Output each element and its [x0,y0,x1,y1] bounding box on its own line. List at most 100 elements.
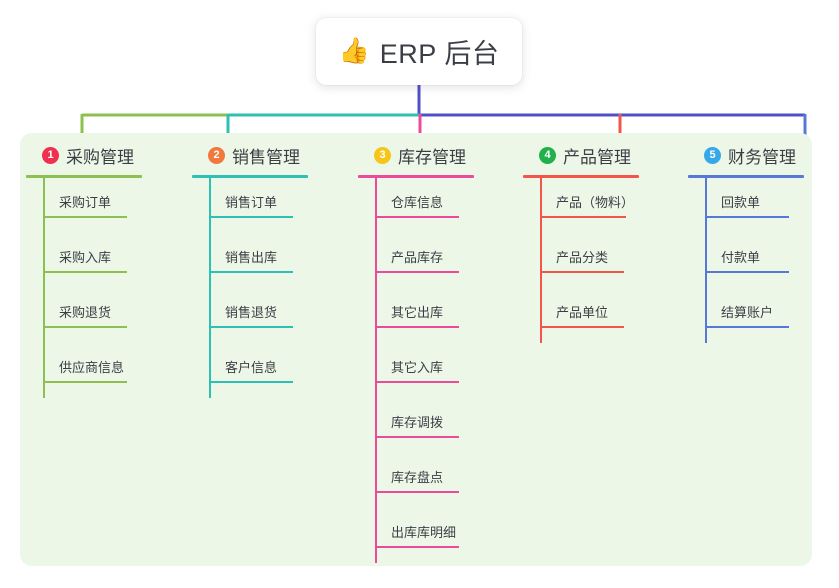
branch-item[interactable]: 采购退货 [26,288,142,343]
branch-item-list: 产品（物料） 产品分类产品单位 [523,178,639,343]
branch-item-label: 产品单位 [556,305,609,320]
branch-item-label: 采购入库 [59,250,112,265]
branch-item[interactable]: 采购入库 [26,233,142,288]
branch-item-list: 销售订单销售出库销售退货客户信息 [192,178,308,398]
branch-column-2: 2 销售管理销售订单销售出库销售退货客户信息 [192,142,308,398]
branch-title: 销售管理 [232,147,300,167]
branch-spine [43,178,45,398]
branch-item[interactable]: 销售出库 [192,233,308,288]
branch-column-5: 5 财务管理回款单付款单结算账户 [688,142,804,343]
branch-item-label: 销售退货 [225,305,278,320]
branch-item-label: 产品分类 [556,250,609,265]
branch-item[interactable]: 其它出库 [358,288,474,343]
branch-item-label: 库存调拨 [391,415,444,430]
branch-item[interactable]: 采购订单 [26,178,142,233]
branch-item[interactable]: 付款单 [688,233,804,288]
branch-item[interactable]: 客户信息 [192,343,308,398]
branch-header-2[interactable]: 2 销售管理 [192,142,308,168]
branch-item-underline [540,271,624,273]
branch-item-underline [209,326,293,328]
thumbs-up-icon: 👍 [338,37,370,65]
branch-item-underline [705,271,789,273]
branch-item-underline [375,436,459,438]
branch-number-badge: 3 [374,146,391,164]
branch-item[interactable]: 结算账户 [688,288,804,343]
branch-item-list: 仓库信息产品库存其它出库其它入库库存调拨库存盘点出库库明细 [358,178,474,563]
branch-number-badge: 1 [42,146,59,164]
branch-item-label: 销售订单 [225,195,278,210]
branch-number-badge: 5 [704,146,721,164]
branch-item-underline [209,216,293,218]
branch-item-underline [375,216,459,218]
branch-item[interactable]: 产品分类 [523,233,639,288]
branch-item[interactable]: 库存调拨 [358,398,474,453]
branch-item-label: 产品（物料） [556,195,635,210]
branch-item[interactable]: 回款单 [688,178,804,233]
branch-spine [705,178,707,343]
branch-item-list: 采购订单采购入库采购退货供应商信息 [26,178,142,398]
branch-column-3: 3 库存管理仓库信息产品库存其它出库其它入库库存调拨库存盘点出库库明细 [358,142,474,563]
branch-spine [375,178,377,563]
branch-item-label: 产品库存 [391,250,444,265]
diagram-panel [20,133,812,566]
branch-number-badge: 2 [208,146,225,164]
branch-item[interactable]: 产品单位 [523,288,639,343]
branch-item-underline [209,381,293,383]
branch-item-label: 采购订单 [59,195,112,210]
branch-item-label: 采购退货 [59,305,112,320]
branch-item-label: 付款单 [721,250,761,265]
branch-header-4[interactable]: 4 产品管理 [523,142,639,168]
branch-header-underline [523,175,639,178]
branch-header-5[interactable]: 5 财务管理 [688,142,804,168]
branch-item[interactable]: 供应商信息 [26,343,142,398]
branch-column-1: 1 采购管理采购订单采购入库采购退货供应商信息 [26,142,142,398]
branch-header-underline [26,175,142,178]
branch-item-underline [375,271,459,273]
branch-item-underline [43,271,127,273]
branch-header-1[interactable]: 1 采购管理 [26,142,142,168]
branch-item-label: 库存盘点 [391,470,444,485]
branch-title: 采购管理 [66,147,134,167]
branch-item[interactable]: 产品库存 [358,233,474,288]
branch-item[interactable]: 仓库信息 [358,178,474,233]
branch-item-underline [375,491,459,493]
branch-item-label: 出库库明细 [391,525,457,540]
branch-title: 产品管理 [563,147,631,167]
branch-item-underline [705,216,789,218]
branch-header-3[interactable]: 3 库存管理 [358,142,474,168]
root-node[interactable]: 👍 ERP 后台 [316,18,522,85]
branch-spine [540,178,542,343]
branch-item[interactable]: 产品（物料） [523,178,639,233]
branch-item-underline [43,326,127,328]
branch-spine [209,178,211,398]
branch-item-underline [209,271,293,273]
branch-item[interactable]: 其它入库 [358,343,474,398]
branch-item-label: 仓库信息 [391,195,444,210]
branch-header-underline [192,175,308,178]
branch-item[interactable]: 销售订单 [192,178,308,233]
branch-item-underline [375,381,459,383]
branch-number-badge: 4 [539,146,556,164]
branch-header-underline [688,175,804,178]
branch-column-4: 4 产品管理产品（物料） 产品分类产品单位 [523,142,639,343]
branch-item-underline [540,216,626,218]
branch-item-underline [43,216,127,218]
branch-item-label: 结算账户 [721,305,774,320]
branch-title: 库存管理 [398,147,466,167]
branch-title: 财务管理 [728,147,796,167]
branch-item-label: 其它入库 [391,360,444,375]
branch-item-underline [540,326,624,328]
branch-item[interactable]: 出库库明细 [358,508,474,563]
branch-item-list: 回款单付款单结算账户 [688,178,804,343]
branch-item-underline [705,326,789,328]
branch-item-label: 其它出库 [391,305,444,320]
branch-item-label: 销售出库 [225,250,278,265]
branch-item-underline [375,546,459,548]
branch-item-underline [375,326,459,328]
branch-item[interactable]: 销售退货 [192,288,308,343]
branch-header-underline [358,175,474,178]
branch-item-label: 回款单 [721,195,761,210]
branch-item[interactable]: 库存盘点 [358,453,474,508]
branch-item-label: 客户信息 [225,360,278,375]
root-title: ERP 后台 [379,39,500,69]
